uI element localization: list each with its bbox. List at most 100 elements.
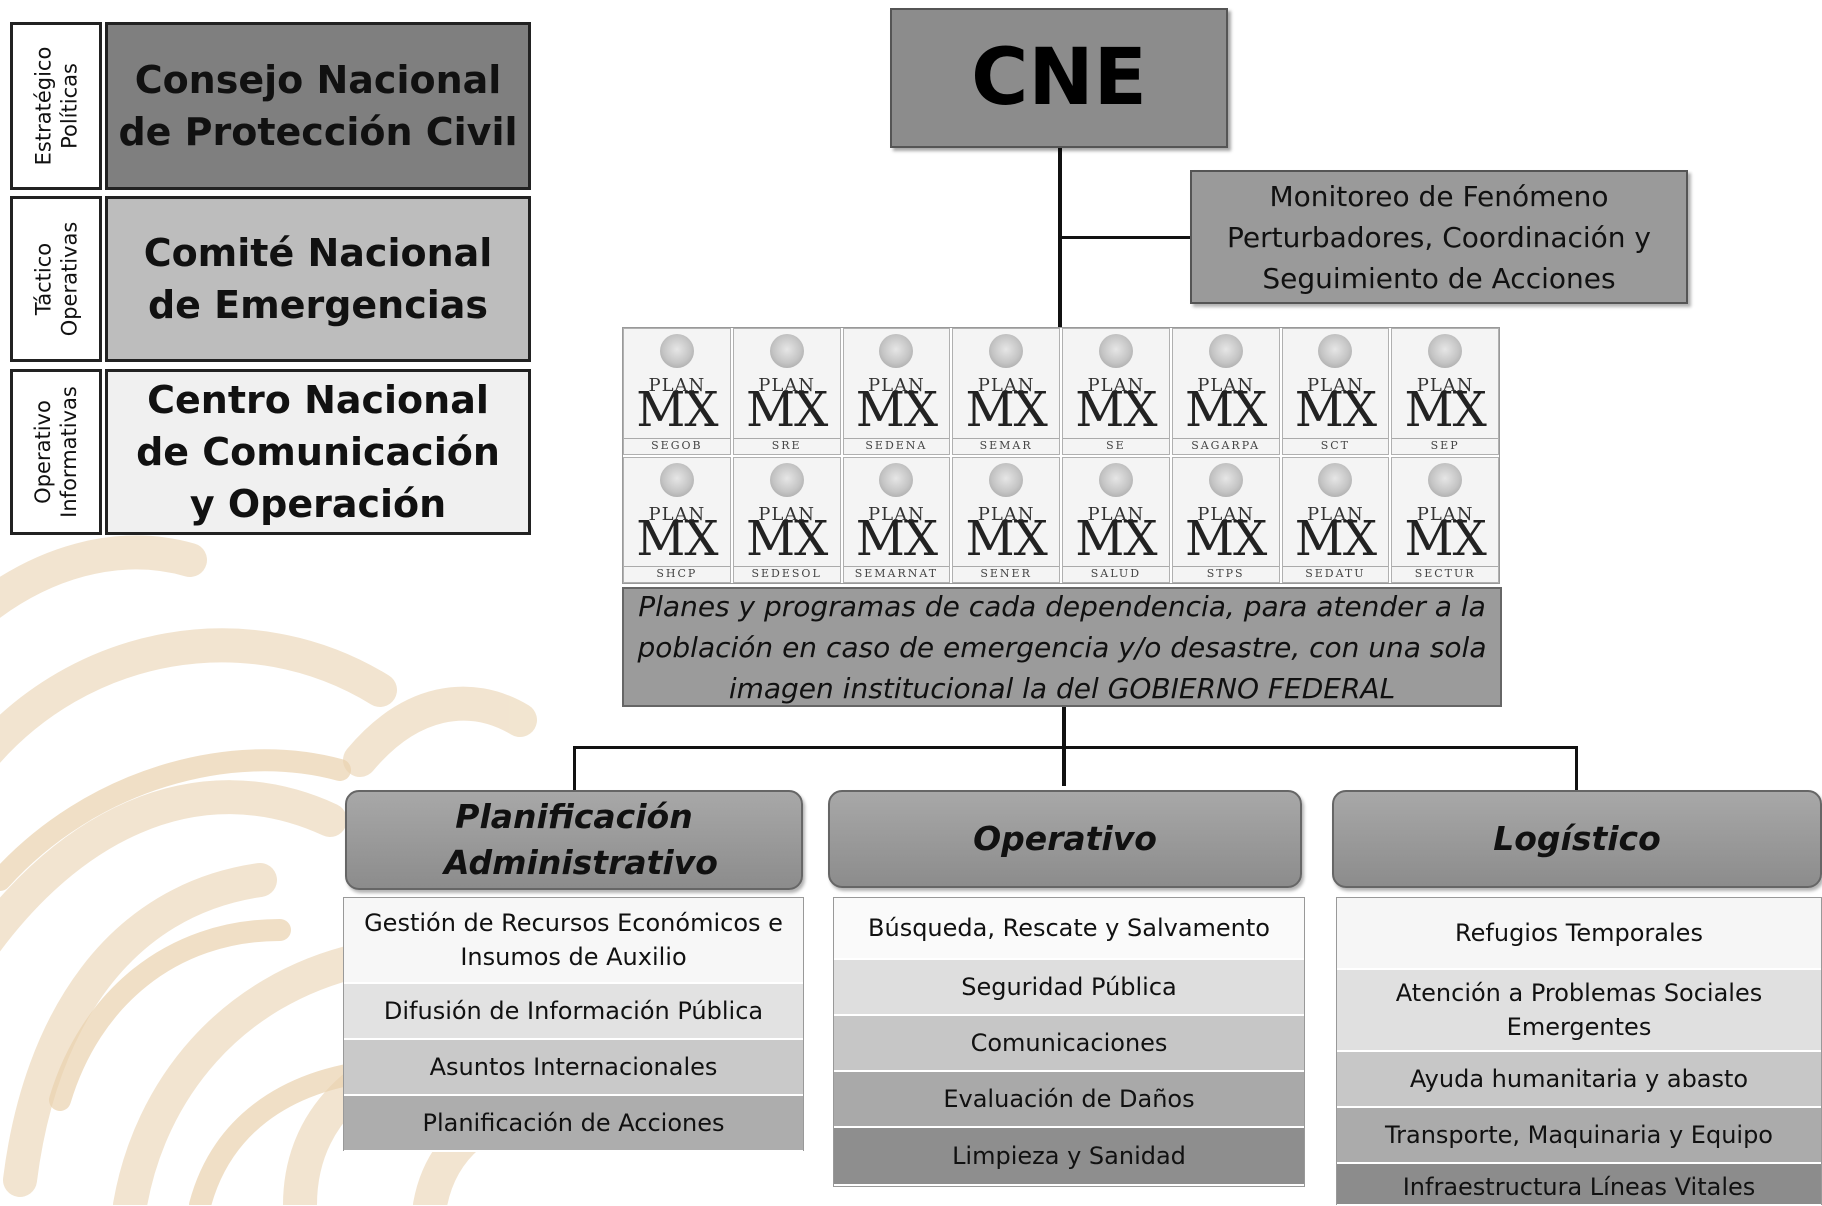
dependency-label: SCT (1282, 437, 1389, 452)
seal-icon (1318, 462, 1353, 497)
mx-word: MX (1404, 510, 1486, 567)
plan-word: PLAN (977, 503, 1035, 525)
mx-word: MX (1404, 382, 1486, 438)
seal-icon (1098, 334, 1133, 368)
column-title: Logístico (1493, 819, 1661, 858)
column-header-logistico: Logístico (1332, 790, 1822, 888)
level-tag-tactical: Táctico Operativas (10, 196, 102, 362)
seal-icon (989, 462, 1024, 497)
plan-word: PLAN (1087, 375, 1145, 396)
seal-icon (1208, 334, 1243, 368)
column-list-operativo: Búsqueda, Rescate y Salvamento Seguridad… (833, 897, 1305, 1187)
cne-box: CNE (890, 8, 1228, 148)
plan-word: PLAN (1197, 503, 1255, 525)
dependency-label: SAGARPA (1172, 437, 1279, 452)
dependency-label: SE (1063, 437, 1169, 452)
plan-word: PLAN (867, 503, 925, 525)
list-item: Evaluación de Daños (834, 1072, 1304, 1128)
dependency-label: SALUD (1063, 566, 1169, 580)
dependency-label: SECTUR (1392, 566, 1498, 580)
dependency-label: SEMARNAT (843, 566, 950, 580)
list-item: Gestión de Recursos Económicos e Insumos… (344, 898, 803, 984)
level-title: Centro Nacional de Comunicación y Operac… (136, 378, 500, 526)
plan-word: PLAN (648, 375, 706, 396)
mx-word: MX (1184, 382, 1267, 438)
level-box-tactical: Comité Nacional de Emergencias (105, 196, 531, 362)
planes-text: Planes y programas de cada dependencia, … (637, 589, 1487, 705)
dependency-label: SEDATU (1282, 566, 1389, 580)
list-item: Comunicaciones (834, 1016, 1304, 1072)
level-box-strategic: Consejo Nacional de Protección Civil (105, 22, 531, 190)
dependency-label: STPS (1172, 566, 1279, 580)
dependency-label: SENER (953, 566, 1059, 580)
planes-box: Planes y programas de cada dependencia, … (622, 587, 1502, 707)
level-title: Comité Nacional de Emergencias (143, 231, 493, 327)
seal-icon (1428, 334, 1463, 368)
mx-word: MX (1294, 382, 1377, 438)
list-item: Planificación de Acciones (344, 1096, 803, 1152)
plan-word: PLAN (648, 503, 706, 525)
mx-word: MX (1075, 510, 1157, 567)
plan-word: PLAN (758, 503, 816, 525)
list-item: Atención a Problemas Sociales Emergentes (1337, 970, 1821, 1052)
seal-icon (879, 462, 914, 497)
connector-horizontal (573, 746, 1578, 749)
seal-icon (769, 462, 804, 497)
mx-word: MX (855, 382, 938, 438)
cne-label: CNE (971, 33, 1147, 123)
seal-icon (1428, 462, 1463, 497)
dependency-label: SHCP (624, 566, 730, 580)
list-item: Refugios Temporales (1337, 898, 1821, 970)
plan-word: PLAN (1416, 375, 1474, 396)
seal-icon (879, 334, 914, 368)
dependency-label: SEDENA (843, 437, 950, 452)
dependency-label: SRE (733, 437, 840, 452)
mx-word: MX (965, 510, 1047, 567)
column-header-planificacion: Planificación Administrativo (345, 790, 803, 890)
mx-word: MX (636, 510, 718, 567)
connector-right (1575, 746, 1578, 791)
seal-icon (1208, 462, 1243, 497)
mx-word: MX (1075, 382, 1157, 438)
list-item: Ayuda humanitaria y abasto (1337, 1052, 1821, 1108)
connector-left (573, 746, 576, 791)
plan-word: PLAN (1197, 375, 1255, 396)
level-box-operative: Centro Nacional de Comunicación y Operac… (105, 369, 531, 535)
seal-icon (659, 462, 694, 497)
column-list-planificacion: Gestión de Recursos Económicos e Insumos… (343, 897, 804, 1152)
level-tag-strategic: Estratégico Políticas (10, 22, 102, 190)
plan-word: PLAN (977, 375, 1035, 396)
mx-word: MX (636, 382, 718, 438)
plan-word: PLAN (1306, 375, 1364, 396)
level-tag-label: Táctico Operativas (31, 221, 81, 337)
list-item: Asuntos Internacionales (344, 1040, 803, 1096)
list-item: Seguridad Pública (834, 960, 1304, 1016)
seal-icon (1098, 462, 1133, 497)
plan-word: PLAN (758, 375, 816, 396)
level-tag-label: Operativo Informativas (31, 386, 82, 518)
column-title: Planificación Administrativo (444, 797, 718, 882)
dependency-label: SEDESOL (733, 566, 840, 580)
list-item: Búsqueda, Rescate y Salvamento (834, 898, 1304, 960)
plan-word: PLAN (867, 375, 925, 396)
column-title: Operativo (973, 819, 1157, 858)
monitoreo-text: Monitoreo de Fenómeno Perturbadores, Coo… (1226, 179, 1652, 295)
list-item: Limpieza y Sanidad (834, 1128, 1304, 1186)
mx-word: MX (965, 382, 1047, 438)
list-item: Difusión de Información Pública (344, 984, 803, 1040)
plan-word: PLAN (1416, 503, 1474, 525)
